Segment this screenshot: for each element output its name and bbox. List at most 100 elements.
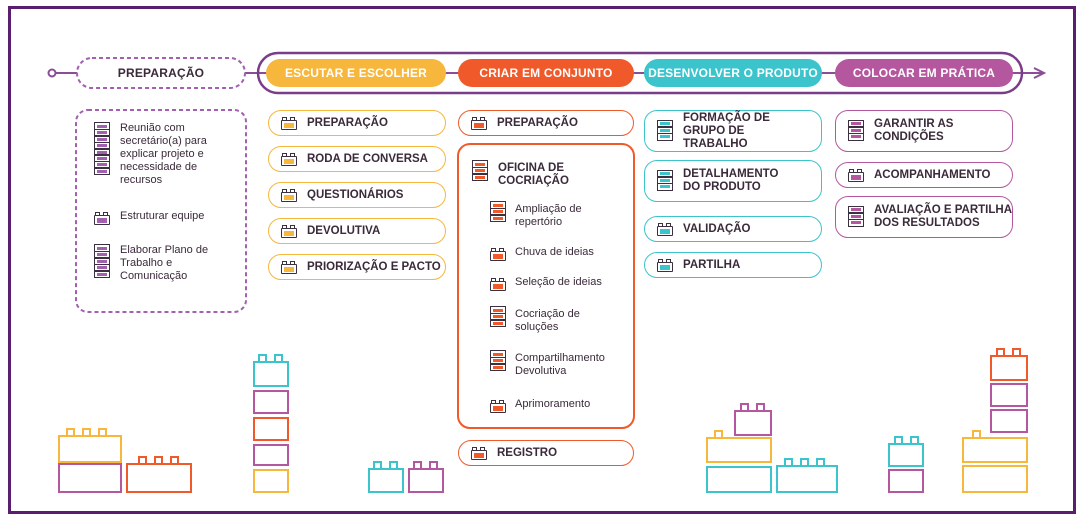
create-step: PREPARAÇÃO bbox=[458, 110, 634, 136]
brick bbox=[706, 437, 772, 463]
brick-stud bbox=[1012, 348, 1021, 355]
workshop-item: Compartilhamento Devolutiva bbox=[490, 350, 620, 378]
brick bbox=[888, 469, 924, 493]
block-icon bbox=[281, 260, 297, 274]
brick-stud bbox=[373, 461, 382, 468]
block-icon bbox=[281, 152, 297, 166]
prep-item: Estruturar equipe bbox=[94, 210, 204, 225]
brick bbox=[253, 469, 289, 493]
practice-step-label: AVALIAÇÃO E PARTILHA DOS RESULTADOS bbox=[874, 204, 1012, 229]
prep-panel-outline bbox=[75, 109, 247, 313]
brick-stud bbox=[972, 430, 981, 437]
phase-header-prep: PREPARAÇÃO bbox=[117, 66, 205, 80]
develop-step: VALIDAÇÃO bbox=[644, 216, 822, 242]
block-icon bbox=[281, 188, 297, 202]
workshop-panel-outline bbox=[457, 143, 635, 429]
brick bbox=[776, 465, 838, 493]
tall-block-icon bbox=[472, 160, 488, 182]
practice-step-label: GARANTIR AS CONDIÇÕES bbox=[874, 118, 954, 143]
workshop-title: OFICINA DE COCRIAÇÃO bbox=[472, 160, 592, 188]
tall-block-icon bbox=[657, 169, 673, 191]
brick-stud bbox=[274, 354, 283, 361]
brick-stud bbox=[714, 430, 723, 437]
develop-step-label: FORMAÇÃO DE GRUPO DE TRABALHO bbox=[683, 111, 770, 150]
workshop-item: Ampliação de repertório bbox=[490, 201, 610, 229]
brick-stud bbox=[413, 461, 422, 468]
phase-header-listen: ESCUTAR E ESCOLHER bbox=[266, 59, 446, 87]
listen-step-label: DEVOLUTIVA bbox=[307, 224, 381, 237]
brick-stud bbox=[258, 354, 267, 361]
workshop-item-label: Cocriação de soluções bbox=[515, 308, 580, 333]
brick-stud bbox=[389, 461, 398, 468]
practice-step: GARANTIR AS CONDIÇÕES bbox=[835, 110, 1013, 152]
listen-step: QUESTIONÁRIOS bbox=[268, 182, 446, 208]
listen-step-label: PREPARAÇÃO bbox=[307, 116, 388, 129]
block-icon bbox=[490, 248, 506, 261]
brick bbox=[253, 444, 289, 466]
prep-item: Elaborar Plano de Trabalho e Comunicação bbox=[120, 244, 238, 283]
brick-stud bbox=[800, 458, 809, 465]
tall-block-icon bbox=[94, 122, 110, 176]
brick-stud bbox=[894, 436, 903, 443]
tall-block-icon bbox=[848, 205, 864, 227]
block-icon bbox=[94, 212, 110, 225]
block-icon bbox=[490, 400, 506, 413]
practice-step-label: ACOMPANHAMENTO bbox=[874, 168, 991, 181]
brick-stud bbox=[740, 403, 749, 410]
prep-header-outline bbox=[76, 57, 246, 89]
brick-stud bbox=[996, 348, 1005, 355]
phase-header-develop: DESENVOLVER O PRODUTO bbox=[644, 59, 822, 87]
brick bbox=[706, 466, 772, 493]
prep-item-label: Elaborar Plano de Trabalho e Comunicação bbox=[120, 244, 209, 282]
block-icon bbox=[848, 168, 864, 182]
develop-step-label: VALIDAÇÃO bbox=[683, 222, 751, 235]
brick bbox=[990, 409, 1028, 433]
phase-header-practice: COLOCAR EM PRÁTICA bbox=[835, 59, 1013, 87]
block-icon bbox=[657, 222, 673, 236]
workshop-item-label: Seleção de ideias bbox=[515, 276, 602, 288]
create-step-label: PREPARAÇÃO bbox=[497, 116, 578, 129]
prep-item-label: Reunião com secretário(a) para explicar … bbox=[120, 122, 207, 186]
brick-stud bbox=[82, 428, 91, 435]
workshop-item-label: Chuva de ideias bbox=[515, 246, 594, 258]
practice-step: AVALIAÇÃO E PARTILHA DOS RESULTADOS bbox=[835, 196, 1013, 238]
brick-stud bbox=[138, 456, 147, 463]
listen-step-label: PRIORIZAÇÃO E PACTO bbox=[307, 260, 441, 273]
brick bbox=[126, 463, 192, 493]
brick bbox=[990, 383, 1028, 407]
brick bbox=[962, 437, 1028, 463]
develop-step: FORMAÇÃO DE GRUPO DE TRABALHO bbox=[644, 110, 822, 152]
brick-stud bbox=[816, 458, 825, 465]
block-icon bbox=[657, 258, 673, 272]
block-icon bbox=[281, 224, 297, 238]
brick bbox=[253, 390, 289, 414]
workshop-item-label: Ampliação de repertório bbox=[515, 203, 582, 228]
tall-block-icon bbox=[490, 306, 506, 328]
brick-stud bbox=[66, 428, 75, 435]
workshop-item-label: Compartilhamento Devolutiva bbox=[515, 352, 605, 377]
brick bbox=[734, 410, 772, 436]
workshop-item: Chuva de ideias bbox=[490, 246, 610, 261]
tall-block-icon bbox=[657, 119, 673, 141]
listen-step-label: RODA DE CONVERSA bbox=[307, 152, 428, 165]
tall-block-icon bbox=[848, 119, 864, 141]
timeline-arrow bbox=[1033, 67, 1047, 79]
develop-step-label: PARTILHA bbox=[683, 258, 741, 271]
brick-stud bbox=[784, 458, 793, 465]
block-icon bbox=[471, 446, 487, 460]
phases-bracket bbox=[256, 51, 1024, 95]
listen-step: PREPARAÇÃO bbox=[268, 110, 446, 136]
listen-step-label: QUESTIONÁRIOS bbox=[307, 188, 404, 201]
block-icon bbox=[490, 278, 506, 291]
develop-step-label: DETALHAMENTO DO PRODUTO bbox=[683, 168, 779, 193]
prep-item-label: Estruturar equipe bbox=[120, 210, 205, 222]
tall-block-icon bbox=[490, 201, 506, 223]
practice-step: ACOMPANHAMENTO bbox=[835, 162, 1013, 188]
brick-stud bbox=[429, 461, 438, 468]
workshop-item: Aprimoramento bbox=[490, 398, 620, 413]
brick bbox=[368, 468, 404, 493]
create-step: REGISTRO bbox=[458, 440, 634, 466]
listen-step: DEVOLUTIVA bbox=[268, 218, 446, 244]
develop-step: DETALHAMENTO DO PRODUTO bbox=[644, 160, 822, 202]
workshop-title-label: OFICINA DE COCRIAÇÃO bbox=[498, 162, 569, 187]
